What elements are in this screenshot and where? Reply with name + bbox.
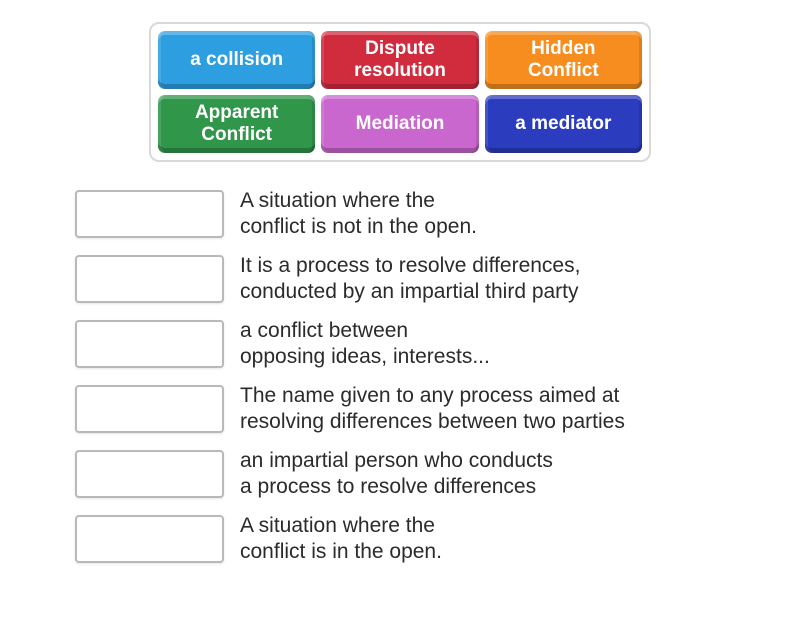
- match-row-4: The name given to any process aimed at r…: [75, 383, 800, 435]
- definition-text-3: a conflict between opposing ideas, inter…: [240, 319, 490, 368]
- tile-mediation[interactable]: Mediation: [321, 95, 479, 153]
- answer-slot-2[interactable]: [75, 255, 224, 303]
- match-row-2: It is a process to resolve differences, …: [75, 253, 800, 305]
- match-row-6: A situation where the conflict is in the…: [75, 513, 800, 565]
- answer-slot-1[interactable]: [75, 190, 224, 238]
- definition-text-5: an impartial person who conducts a proce…: [240, 449, 553, 498]
- tile-tray: a collision Dispute resolution Hidden Co…: [149, 22, 651, 162]
- definition-text-4: The name given to any process aimed at r…: [240, 384, 625, 433]
- tile-dispute-resolution[interactable]: Dispute resolution: [321, 31, 479, 89]
- definition-text-2: It is a process to resolve differences, …: [240, 254, 581, 303]
- tile-apparent-conflict[interactable]: Apparent Conflict: [158, 95, 316, 153]
- answer-slot-4[interactable]: [75, 385, 224, 433]
- match-row-5: an impartial person who conducts a proce…: [75, 448, 800, 500]
- definition-text-1: A situation where the conflict is not in…: [240, 189, 477, 238]
- definition-text-6: A situation where the conflict is in the…: [240, 514, 442, 563]
- answer-slot-3[interactable]: [75, 320, 224, 368]
- tile-hidden-conflict[interactable]: Hidden Conflict: [484, 31, 642, 89]
- match-list: A situation where the conflict is not in…: [75, 188, 800, 565]
- tile-a-mediator[interactable]: a mediator: [484, 95, 642, 153]
- answer-slot-5[interactable]: [75, 450, 224, 498]
- match-row-3: a conflict between opposing ideas, inter…: [75, 318, 800, 370]
- answer-slot-6[interactable]: [75, 515, 224, 563]
- tile-a-collision[interactable]: a collision: [158, 31, 316, 89]
- match-row-1: A situation where the conflict is not in…: [75, 188, 800, 240]
